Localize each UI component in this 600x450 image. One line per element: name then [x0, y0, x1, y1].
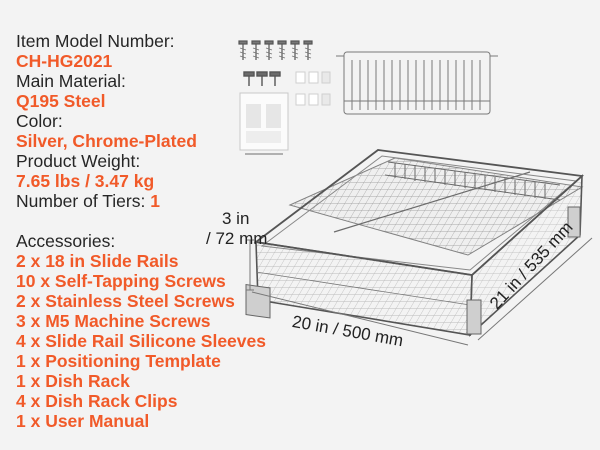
accessory-item: 2 x Stainless Steel Screws: [16, 291, 235, 311]
model-value: CH-HG2021: [16, 51, 113, 71]
dimension-lines: [246, 237, 593, 346]
accessory-item: 10 x Self-Tapping Screws: [16, 271, 226, 291]
silicone-sleeves-icon: [295, 71, 319, 106]
accessory-item: 2 x 18 in Slide Rails: [16, 251, 179, 271]
dish-rack-icon: [336, 51, 498, 115]
tiers-value: 1: [150, 191, 160, 211]
pull-out-basket-icon: [245, 149, 585, 337]
color-label: Color:: [16, 111, 63, 131]
tiers-label: Number of Tiers:: [16, 191, 151, 211]
dish-rack-clips-icon: [321, 71, 331, 106]
height-dimension-label-1: 3 in: [222, 209, 250, 228]
accessory-item: 4 x Slide Rail Silicone Sleeves: [16, 331, 266, 351]
accessories-label: Accessories:: [16, 231, 116, 251]
accessory-item: 1 x Positioning Template: [16, 351, 221, 371]
material-value: Q195 Steel: [16, 91, 106, 111]
weight-value: 7.65 lbs / 3.47 kg: [16, 171, 155, 191]
machine-screws-icon: [243, 71, 281, 86]
accessory-item: 4 x Dish Rack Clips: [16, 391, 178, 411]
model-label: Item Model Number:: [16, 31, 175, 51]
color-value: Silver, Chrome-Plated: [16, 131, 197, 151]
positioning-template-icon: [239, 92, 289, 155]
self-tapping-screws-icon: [238, 40, 313, 60]
weight-label: Product Weight:: [16, 151, 141, 171]
tiers-row: Number of Tiers: 1: [16, 191, 296, 211]
spec-list: Item Model Number: CH-HG2021 Main Materi…: [16, 31, 296, 431]
accessory-item: 3 x M5 Machine Screws: [16, 311, 211, 331]
material-label: Main Material:: [16, 71, 126, 91]
accessory-item: 1 x User Manual: [16, 411, 150, 431]
accessory-item: 1 x Dish Rack: [16, 371, 130, 391]
height-dimension-label-2: / 72 mm: [206, 229, 268, 248]
